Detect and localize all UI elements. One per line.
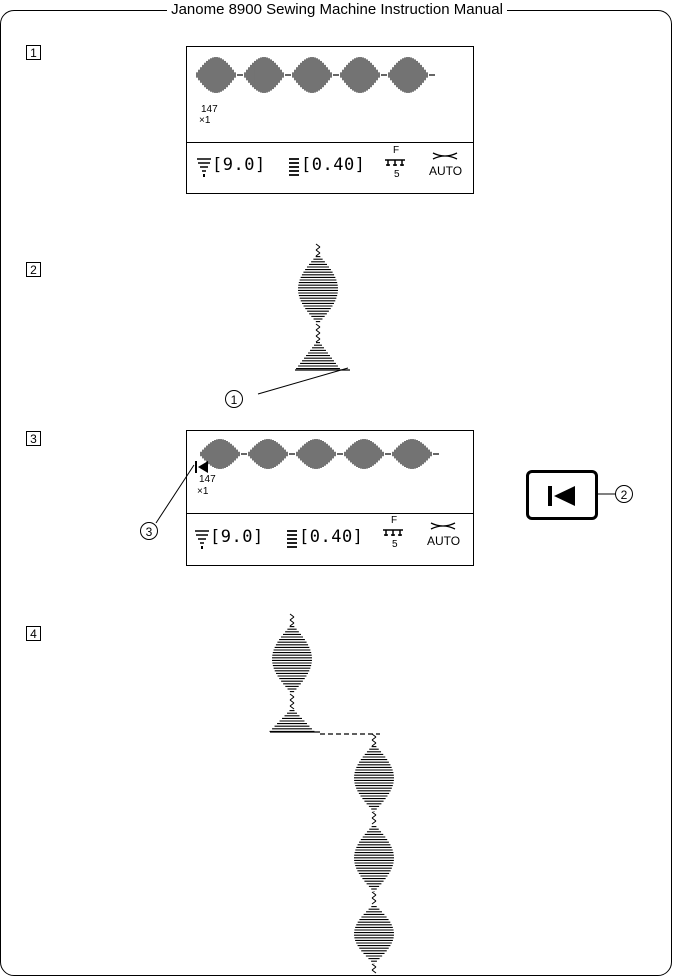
width-value: [9.0] [212,155,266,175]
tension-value: 5 [394,169,400,180]
callout-2-line [596,493,616,495]
pattern-preview [200,439,439,469]
callout-2: 2 [615,485,633,503]
lcd-screen-3: 147 ×1 [9.0] [0.40] F 5 AUTO [186,430,474,566]
callout-3-line [155,464,195,524]
tension-value: 5 [392,539,398,550]
step-3-label: 3 [26,431,41,446]
step-1-label: 1 [26,45,41,60]
stitch-number: 147 [201,104,218,115]
auto-lock-icon [430,522,456,530]
step-2-label: 2 [26,262,41,277]
presser-foot-icon [383,529,403,536]
auto-label: AUTO [429,164,463,178]
presser-foot-icon [385,159,405,166]
stitch-length-icon [289,158,299,176]
foot-letter: F [391,515,398,526]
stitch-length-icon [287,530,297,548]
repeat-count: ×1 [199,115,211,126]
auto-label: AUTO [427,534,461,548]
step-4-label: 4 [26,626,41,641]
restart-key[interactable] [526,470,598,520]
callout-1: 1 [225,390,243,408]
pattern-preview [196,57,435,93]
restart-start-icon [548,486,575,506]
start-marker-icon [195,461,208,473]
stitch-number: 147 [199,474,216,485]
length-value: [0.40] [301,155,366,175]
callout-1-line [257,367,349,395]
restarted-stitch-pattern [269,613,394,974]
foot-letter: F [393,145,400,156]
zigzag-width-icon [197,158,211,177]
manual-title: Janome 8900 Sewing Machine Instruction M… [0,1,674,18]
width-value: [9.0] [210,527,264,547]
length-value: [0.40] [299,527,364,547]
zigzag-width-icon [195,530,209,549]
callout-3: 3 [140,522,158,540]
repeat-count: ×1 [197,486,209,497]
lcd-screen-1: 147 ×1 [9.0] [0.40] F 5 AUTO [186,46,474,194]
single-stitch-pattern [295,243,350,371]
auto-lock-icon [432,152,458,160]
